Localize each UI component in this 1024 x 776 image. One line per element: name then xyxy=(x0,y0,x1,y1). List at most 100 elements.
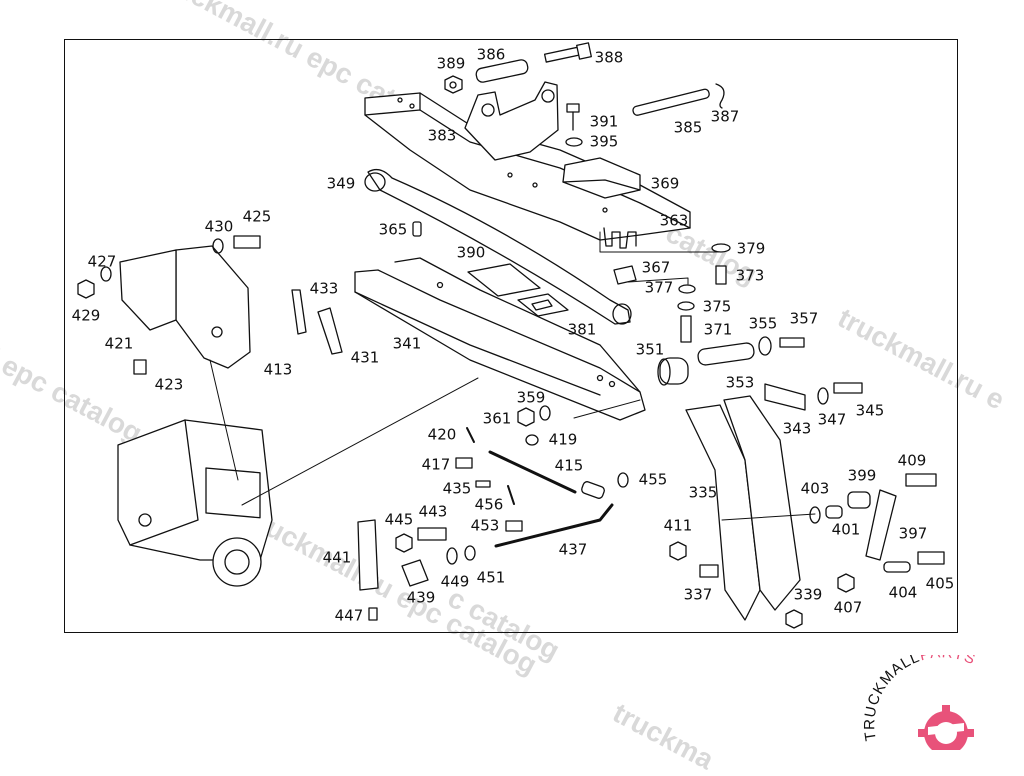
bracket-383 xyxy=(464,81,559,161)
callout-351: 351 xyxy=(635,340,665,359)
callout-429: 429 xyxy=(71,306,101,325)
pin-456 xyxy=(507,485,515,505)
bolt-391 xyxy=(566,103,580,131)
pin-385 xyxy=(632,88,710,116)
washer-430 xyxy=(212,238,224,254)
callout-407: 407 xyxy=(833,598,863,617)
callout-421: 421 xyxy=(104,334,134,353)
callout-411: 411 xyxy=(663,516,693,535)
callout-339: 339 xyxy=(793,585,823,604)
nut-407 xyxy=(837,573,855,593)
plate-390 xyxy=(467,263,541,297)
callout-363: 363 xyxy=(659,211,689,230)
callout-373: 373 xyxy=(735,266,765,285)
strip-433 xyxy=(291,289,307,335)
bolt-453 xyxy=(505,520,523,532)
callout-451: 451 xyxy=(476,568,506,587)
callout-455: 455 xyxy=(638,470,668,489)
nut-429 xyxy=(77,279,95,299)
logo-text-black: TRUCKMALL xyxy=(861,655,922,742)
callout-431: 431 xyxy=(350,348,380,367)
sleeve-355 xyxy=(697,342,755,366)
bolt-425 xyxy=(233,235,261,249)
link-415 xyxy=(488,450,577,494)
truck-outline xyxy=(117,419,273,587)
pad-369 xyxy=(562,157,641,199)
bolt-373 xyxy=(715,265,727,285)
washer-379 xyxy=(711,243,731,253)
rubber-367 xyxy=(613,265,637,285)
bolt-371 xyxy=(680,315,692,343)
callout-345: 345 xyxy=(855,401,885,420)
washer-427 xyxy=(100,266,112,282)
callout-349: 349 xyxy=(326,174,356,193)
leaf-spring-349 xyxy=(364,168,632,325)
callout-435: 435 xyxy=(442,479,472,498)
bolt-443 xyxy=(417,527,447,541)
bracket-439 xyxy=(401,559,429,587)
washer-377 xyxy=(678,284,696,294)
callout-447: 447 xyxy=(334,606,364,625)
bolt-409 xyxy=(905,473,937,487)
callout-383: 383 xyxy=(427,126,457,145)
callout-355: 355 xyxy=(748,314,778,333)
callout-415: 415 xyxy=(554,456,584,475)
rod-437 xyxy=(494,503,614,548)
plate-441 xyxy=(357,519,379,591)
washer-419 xyxy=(525,434,539,446)
callout-347: 347 xyxy=(817,410,847,429)
bushing-399 xyxy=(847,491,871,509)
callout-441: 441 xyxy=(322,548,352,567)
callout-399: 399 xyxy=(847,466,877,485)
callout-433: 433 xyxy=(309,279,339,298)
block-447 xyxy=(368,607,378,621)
washer-359 xyxy=(539,405,551,421)
callout-437: 437 xyxy=(558,540,588,559)
callout-413: 413 xyxy=(263,360,293,379)
callout-367: 367 xyxy=(641,258,671,277)
pin-404 xyxy=(883,561,911,573)
leader-lines xyxy=(209,231,816,521)
callout-390: 390 xyxy=(456,243,486,262)
pin-435 xyxy=(475,480,491,488)
callout-439: 439 xyxy=(406,588,436,607)
callout-353: 353 xyxy=(725,373,755,392)
truckmall-parts-logo: TRUCKMALLPARTS xyxy=(858,644,1018,761)
callout-386: 386 xyxy=(476,45,506,64)
shock-397 xyxy=(865,489,897,561)
washer-355b xyxy=(758,336,772,356)
washer-347 xyxy=(817,387,829,405)
callout-397: 397 xyxy=(898,524,928,543)
callout-359: 359 xyxy=(516,388,546,407)
callout-404: 404 xyxy=(888,583,918,602)
callout-385: 385 xyxy=(673,118,703,137)
callout-427: 427 xyxy=(87,252,117,271)
washer-403 xyxy=(809,506,821,524)
washer-451 xyxy=(464,545,476,561)
strip-431 xyxy=(317,307,343,355)
callout-391: 391 xyxy=(589,112,619,131)
callout-456: 456 xyxy=(474,495,504,514)
callout-379: 379 xyxy=(736,239,766,258)
bracket-353 xyxy=(764,383,806,411)
exploded-parts-drawing xyxy=(77,42,945,629)
bolt-337 xyxy=(699,564,719,578)
mount-bracket-335 xyxy=(685,395,801,621)
callout-388: 388 xyxy=(594,48,624,67)
callout-445: 445 xyxy=(384,510,414,529)
clip-387 xyxy=(715,83,725,109)
bolt-345 xyxy=(833,382,863,394)
bushing-351 xyxy=(657,357,689,386)
nut-389 xyxy=(444,75,463,94)
guard-413 xyxy=(175,245,251,369)
pin-365 xyxy=(412,221,422,237)
callout-420: 420 xyxy=(427,425,457,444)
callout-341: 341 xyxy=(392,334,422,353)
callout-343: 343 xyxy=(782,419,812,438)
callout-395: 395 xyxy=(589,132,619,151)
washer-375 xyxy=(677,301,695,311)
callout-423: 423 xyxy=(154,375,184,394)
callout-430: 430 xyxy=(204,217,234,236)
callout-357: 357 xyxy=(789,309,819,328)
gear-logo-icon: TRUCKMALLPARTS xyxy=(861,644,977,761)
